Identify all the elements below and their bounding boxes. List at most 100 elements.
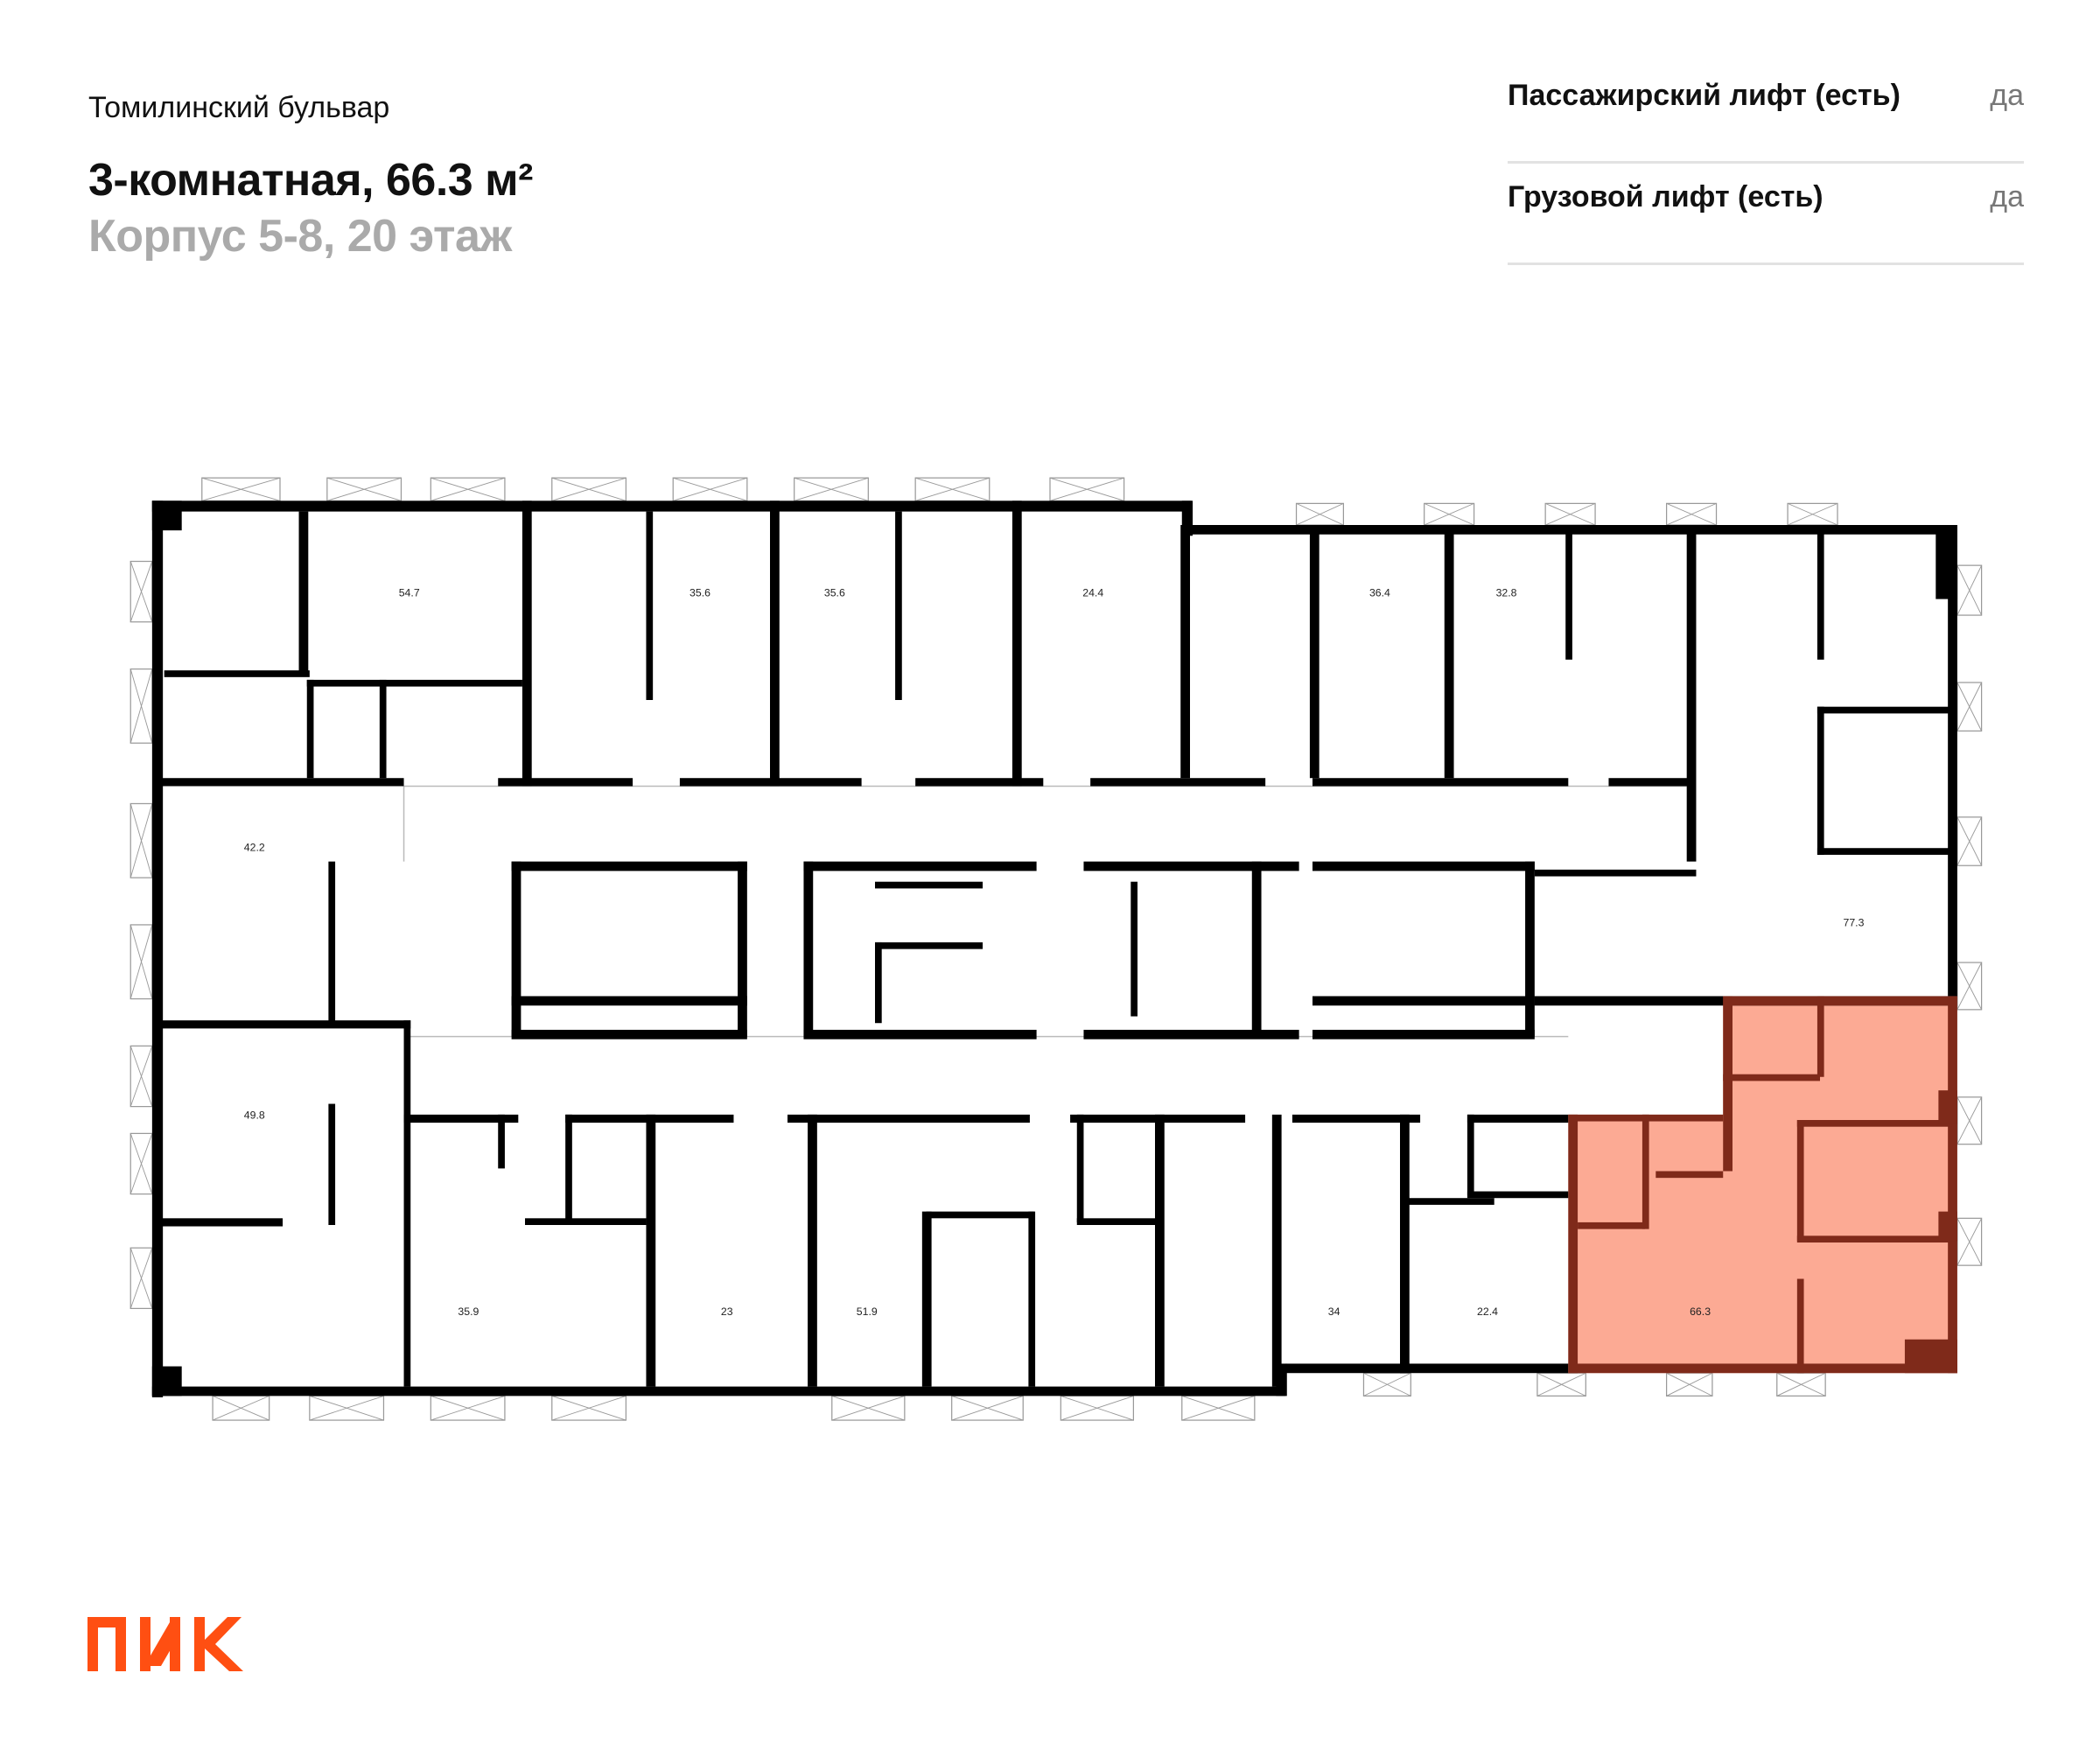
- wall: [1565, 525, 1572, 660]
- wall: [161, 1020, 411, 1029]
- apartment-area-label[interactable]: 35.6: [690, 587, 710, 599]
- wall: [1816, 706, 1824, 855]
- apartment-title: 3-комнатная, 66.3 м²: [88, 155, 533, 206]
- highlighted-wall: [1656, 1171, 1724, 1179]
- wall: [803, 861, 1037, 872]
- project-name: Томилинский бульвар: [88, 91, 390, 124]
- wall: [161, 778, 404, 787]
- wall: [379, 679, 387, 779]
- wall: [1936, 525, 1957, 599]
- window: [914, 477, 990, 501]
- wall: [921, 1211, 932, 1387]
- highlighted-wall: [1568, 1363, 1957, 1374]
- wall: [1466, 1114, 1474, 1196]
- apartment-area-label[interactable]: 32.8: [1496, 587, 1517, 599]
- wall: [1271, 1114, 1282, 1387]
- wall: [1816, 706, 1952, 714]
- feature-passenger-lift: Пассажирский лифт (есть) да: [1508, 60, 2024, 164]
- wall: [770, 500, 780, 787]
- wall: [1309, 525, 1320, 779]
- window: [1181, 1395, 1256, 1421]
- apartment-area-label[interactable]: 35.9: [458, 1306, 479, 1318]
- wall: [875, 881, 984, 889]
- wall: [1285, 1363, 1569, 1374]
- wall: [1312, 861, 1535, 872]
- wall: [1816, 525, 1824, 660]
- apartment-area-label[interactable]: 35.6: [824, 587, 845, 599]
- wall: [306, 679, 522, 687]
- wall: [808, 1114, 817, 1387]
- window: [212, 1395, 270, 1421]
- window: [1956, 682, 1983, 732]
- window: [1536, 1372, 1586, 1396]
- wall: [915, 778, 1044, 787]
- pik-logo-mark: [88, 1617, 243, 1671]
- wall: [1312, 778, 1569, 787]
- wall: [1444, 525, 1454, 779]
- window: [130, 1132, 153, 1195]
- wall: [1076, 1218, 1158, 1225]
- wall: [1130, 881, 1138, 1017]
- window: [1424, 502, 1475, 526]
- wall: [1938, 565, 1957, 579]
- window: [130, 802, 153, 878]
- apartment-area-label[interactable]: 34: [1328, 1306, 1340, 1318]
- wall: [1948, 525, 1957, 997]
- wall: [875, 942, 882, 1024]
- highlighted-wall: [1938, 1211, 1957, 1242]
- window: [1666, 502, 1718, 526]
- wall: [151, 500, 1192, 512]
- apartment-area-label[interactable]: 42.2: [244, 841, 265, 853]
- apartment-area-label[interactable]: 49.8: [244, 1109, 265, 1121]
- wall: [646, 511, 654, 700]
- pik-logo: [88, 1617, 243, 1671]
- wall: [498, 1114, 505, 1169]
- window: [1544, 502, 1596, 526]
- window: [130, 668, 153, 744]
- apartment-area-label[interactable]: 24.4: [1082, 587, 1103, 599]
- wall: [403, 1020, 411, 1387]
- wall: [511, 861, 522, 1037]
- wall: [1312, 996, 1535, 1006]
- wall: [403, 1114, 519, 1124]
- window: [1295, 502, 1344, 526]
- wall: [1816, 848, 1952, 855]
- apartment-area-label[interactable]: 22.4: [1477, 1306, 1498, 1318]
- feature-label: Пассажирский лифт (есть): [1508, 79, 1900, 112]
- highlighted-wall: [1723, 1074, 1820, 1082]
- wall: [1292, 1114, 1421, 1124]
- highlighted-apartment[interactable]: [1568, 996, 1956, 1374]
- feature-value: да: [1990, 79, 2024, 112]
- apartment-area-label[interactable]: 54.7: [399, 587, 420, 599]
- window: [1956, 816, 1983, 866]
- highlighted-wall: [1578, 1222, 1645, 1229]
- apartment-area-label[interactable]: 36.4: [1369, 587, 1390, 599]
- wall: [1180, 525, 1190, 779]
- window: [1956, 962, 1983, 1011]
- wall: [151, 500, 164, 1397]
- wall: [565, 1114, 572, 1222]
- wall: [1608, 778, 1690, 787]
- highlighted-wall: [1642, 1114, 1649, 1229]
- apartment-area-label[interactable]: 77.3: [1843, 916, 1864, 928]
- window: [951, 1395, 1024, 1421]
- apartment-area-label[interactable]: 66.3: [1690, 1306, 1711, 1318]
- feature-label: Грузовой лифт (есть): [1508, 180, 1824, 214]
- window: [672, 477, 748, 501]
- wall: [1090, 778, 1266, 787]
- wall: [788, 1114, 1030, 1124]
- wall: [161, 1218, 284, 1227]
- wall: [646, 1114, 656, 1387]
- feature-freight-lift: Грузовой лифт (есть) да: [1508, 161, 2024, 265]
- highlighted-wall: [1948, 996, 1957, 1374]
- wall: [1525, 861, 1535, 1037]
- wall: [926, 1211, 1034, 1219]
- apartment-area-label[interactable]: 23: [721, 1306, 733, 1318]
- window: [326, 477, 402, 501]
- window: [1956, 1217, 1983, 1266]
- wall: [1466, 1191, 1569, 1199]
- window: [201, 477, 281, 501]
- apartment-area-label[interactable]: 51.9: [857, 1306, 878, 1318]
- highlighted-wall: [1904, 1339, 1957, 1374]
